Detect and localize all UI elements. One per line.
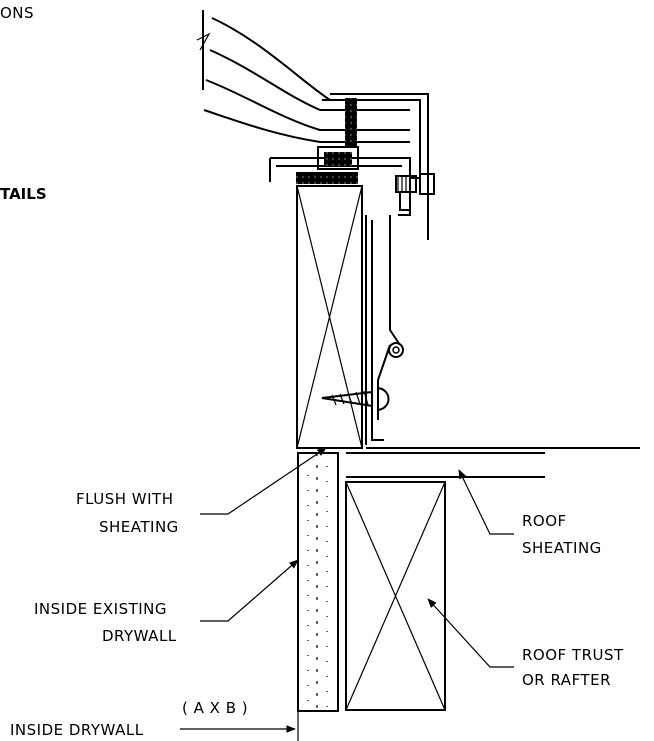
svg-text:INSIDE EXISTING: INSIDE EXISTING: [34, 600, 167, 618]
svg-text:SHEATING: SHEATING: [99, 518, 179, 536]
partial-heading-mid: TAILS: [0, 185, 47, 203]
svg-text:DRYWALL: DRYWALL: [102, 627, 177, 645]
roof-rafter: [345, 481, 446, 711]
svg-text:OR RAFTER: OR RAFTER: [522, 671, 611, 689]
svg-text:INSIDE DRYWALL: INSIDE DRYWALL: [10, 721, 144, 739]
svg-text:ROOF TRUST: ROOF TRUST: [522, 646, 624, 664]
skylight-dome: [196, 10, 410, 146]
wood-curb: [296, 185, 363, 449]
roof-sheathing: [346, 452, 545, 478]
callout-roof-sheating: ROOF SHEATING: [458, 469, 602, 557]
svg-text:ROOF: ROOF: [522, 512, 567, 530]
callout-roof-trust: ROOF TRUST OR RAFTER: [427, 598, 624, 689]
dimension-callout: ( A X B ) INSIDE DRYWALL: [10, 699, 299, 741]
callout-inside-existing-drywall: INSIDE EXISTING DRYWALL: [34, 559, 299, 645]
partial-heading-top: ONS: [0, 4, 34, 22]
callout-flush-with-sheating: FLUSH WITH SHEATING: [76, 447, 327, 536]
svg-text:FLUSH WITH: FLUSH WITH: [76, 490, 173, 508]
svg-text:SHEATING: SHEATING: [522, 539, 602, 557]
counter-flashing: [321, 215, 404, 445]
svg-text:( A X B ): ( A X B ): [182, 699, 248, 717]
aluminum-frame: [269, 93, 435, 240]
existing-drywall: [297, 452, 339, 712]
